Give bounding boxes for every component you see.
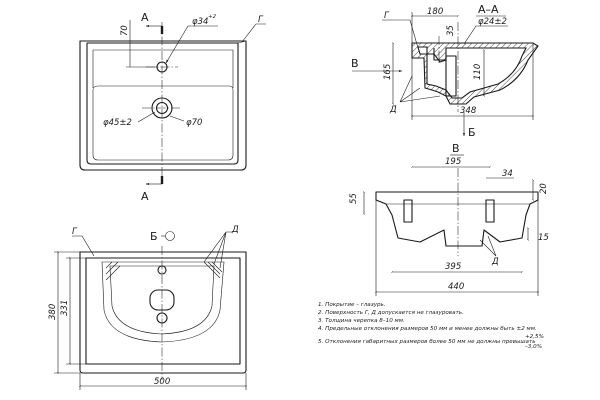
callout-d-front-leader xyxy=(203,231,232,269)
dim-110-text: 110 xyxy=(473,64,483,80)
dim-35-text: 35 xyxy=(446,25,456,36)
section-overflow-channel xyxy=(445,55,457,97)
note-3: 3. Толщина черепка 8–10 мм. xyxy=(318,318,405,324)
section-title-a-a: А–А xyxy=(478,3,499,16)
callout-g-section-leader xyxy=(382,19,419,49)
dim-phi34-text: φ34 xyxy=(192,17,208,27)
front-hatch-right xyxy=(203,261,223,279)
dim-phi70-text: φ70 xyxy=(186,118,202,128)
plan-bowl xyxy=(92,85,234,161)
dim-348-text: 348 xyxy=(460,106,477,116)
dim-331-text: 331 xyxy=(60,300,70,316)
dim-phi45-text: φ45±2 xyxy=(103,118,132,128)
plan-drain-inner xyxy=(155,101,169,115)
dim-500-text: 500 xyxy=(154,377,170,387)
view-label-b: В xyxy=(351,57,359,70)
callout-g-front: Г xyxy=(72,227,78,237)
section-label-a-top: А xyxy=(141,11,149,24)
section-a-a-view: А–А 180 35 φ24±2 165 110 348 В Г Д Б xyxy=(351,3,539,139)
dim-70-text: 70 xyxy=(120,25,130,36)
notes-block: 1. Покрытие – глазурь. 2. Поверхность Г,… xyxy=(318,302,544,350)
front-inner-rim xyxy=(85,257,241,365)
section-label-a-bottom: А xyxy=(141,190,149,203)
view-marker-b-circle xyxy=(165,231,175,241)
dim-phi24-text: φ24±2 xyxy=(478,17,507,27)
plan-drain-outer xyxy=(151,97,173,119)
back-view-b: В 195 34 20 55 15 395 440 Д xyxy=(349,142,549,296)
dim-phi70-leader xyxy=(169,115,185,122)
section-tap-boss xyxy=(433,48,446,61)
note-5-tol-minus: –3,0% xyxy=(525,344,542,350)
dim-165-text: 165 xyxy=(383,64,393,80)
view-arrow-b-label: Б xyxy=(468,126,476,139)
dim-180-text: 180 xyxy=(427,7,443,17)
view-marker-b: Б xyxy=(150,230,158,243)
callout-d-front: Д xyxy=(231,225,239,235)
dim-440-text: 440 xyxy=(448,282,464,292)
dim-phi45-leader xyxy=(137,111,156,123)
note-2: 2. Поверхность Г, Д допускается не глазу… xyxy=(318,310,464,316)
back-view-title: В xyxy=(452,142,460,155)
dim-55-text: 55 xyxy=(349,193,359,204)
plan-outer-outline xyxy=(79,40,247,171)
note-4: 4. Предельные отклонения размеров 50 мм … xyxy=(318,326,537,332)
back-view-right-slot xyxy=(485,199,495,223)
dim-34-text: 34 xyxy=(502,169,513,179)
callout-g-section: Г xyxy=(384,11,390,21)
callout-g-front-leader xyxy=(72,235,95,257)
note-5-tol-plus: +2,5% xyxy=(525,334,544,340)
dim-395-text: 395 xyxy=(445,262,461,272)
plan-view: А А 70 φ34 +2 Г φ45±2 φ70 xyxy=(79,11,266,203)
front-hatch-left xyxy=(105,261,121,281)
plan-back-ledge xyxy=(92,49,234,88)
front-outer-outline xyxy=(79,251,247,374)
note-1: 1. Покрытие – глазурь. xyxy=(318,302,386,308)
callout-g-plan-leader xyxy=(241,23,266,43)
back-view-left-slot xyxy=(403,199,413,223)
note-5: 5. Отклонения габаритных размеров более … xyxy=(318,339,536,345)
callout-d-back-leader xyxy=(479,235,497,257)
plan-inner-rim xyxy=(86,42,239,165)
front-view: 380 331 500 Г Б Д xyxy=(48,225,248,390)
callout-d-section: Д xyxy=(389,105,397,115)
dim-phi34-tol: +2 xyxy=(208,14,217,20)
dim-phi34-leader xyxy=(165,25,218,64)
dim-20-text: 20 xyxy=(539,183,549,194)
back-view-outline xyxy=(375,191,539,247)
callout-d-back: Д xyxy=(491,257,499,267)
callout-d-section-leader xyxy=(399,75,441,103)
dim-phi24-leader xyxy=(463,25,508,45)
dim-380-text: 380 xyxy=(48,304,58,320)
callout-g-plan: Г xyxy=(258,15,264,25)
dim-195-text: 195 xyxy=(445,157,461,167)
dim-15-text: 15 xyxy=(538,233,549,243)
